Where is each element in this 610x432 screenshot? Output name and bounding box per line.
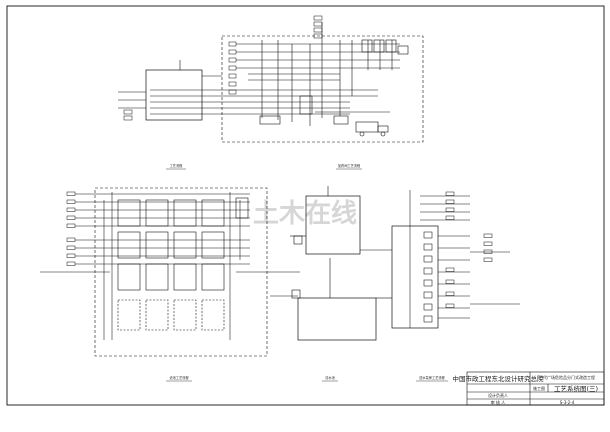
title-row-2: 审 核 人 bbox=[491, 399, 506, 405]
drawing-border bbox=[6, 5, 605, 406]
title-stage: 施工图 bbox=[533, 385, 545, 391]
caption-top-right: 加药间工艺流程 bbox=[338, 163, 361, 168]
caption-bottom-right: 送水泵房工艺流程 bbox=[419, 375, 445, 380]
caption-top-left: 工艺流程 bbox=[170, 163, 184, 168]
filter-block bbox=[40, 187, 300, 357]
title-company: 中国市政工程东北设计研究总院 bbox=[453, 374, 545, 383]
title-drawing-no: S-3-2-4 bbox=[560, 400, 575, 405]
caption-bottom-left: 滤池工艺流程 bbox=[169, 375, 189, 380]
title-block bbox=[466, 371, 605, 406]
pump-station-block bbox=[391, 190, 520, 329]
title-row-1: 设计负责人 bbox=[488, 392, 508, 398]
intake-block bbox=[118, 60, 222, 121]
dosing-room-block bbox=[150, 15, 424, 143]
watermark: 土木在线 bbox=[253, 199, 357, 229]
clearwell-block bbox=[270, 186, 392, 341]
title-project: 时代广场危险品分门式改造工程 bbox=[539, 374, 595, 380]
caption-bottom-center: 清水池 bbox=[325, 375, 335, 380]
title-drawing-title: 工艺系统图(三) bbox=[554, 384, 598, 393]
